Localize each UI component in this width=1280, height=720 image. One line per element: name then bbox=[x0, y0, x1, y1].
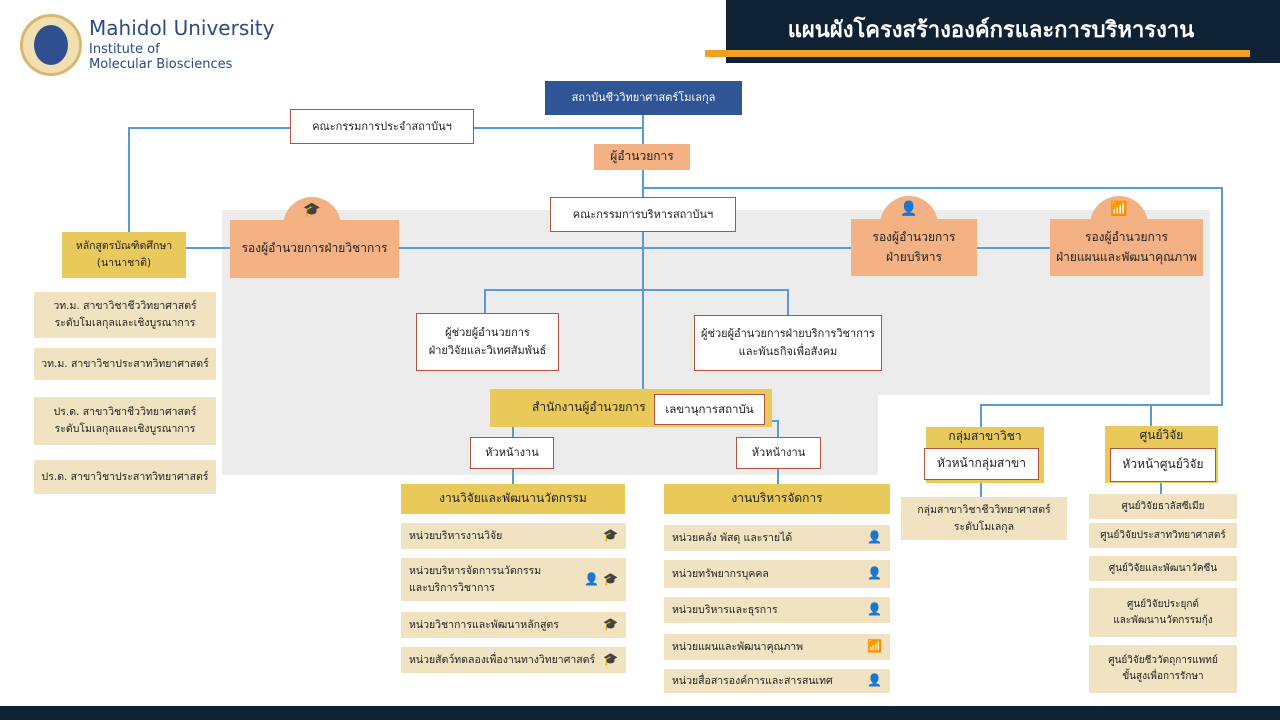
deputy-planning-box: รองผู้อำนวยการฝ่ายแผนและพัฒนาคุณภาพ bbox=[1050, 219, 1203, 276]
item-label: หน่วยทรัพยากรบุคคล bbox=[672, 567, 769, 580]
item-label: หน่วยวิชาการและพัฒนาหลักสูตร bbox=[409, 618, 559, 631]
admin-committee-box: คณะกรรมการบริหารสถาบันฯ bbox=[550, 197, 736, 232]
item-label: หน่วยสื่อสารองค์การและสารสนเทศ bbox=[672, 674, 833, 687]
division-item: กลุ่มสาขาวิชาชีววิทยาศาสตร์ระดับโมเลกุล bbox=[901, 497, 1067, 540]
item-label: ระดับโมเลกุล bbox=[953, 520, 1015, 533]
graduation-cap-icon: 🎓 bbox=[603, 617, 618, 632]
management-unit-item: หน่วยสื่อสารองค์การและสารสนเทศ 👤 bbox=[664, 669, 890, 693]
graduation-cap-icon: 🎓 bbox=[603, 528, 618, 543]
division-head-box: หัวหน้ากลุ่มสาขา bbox=[924, 448, 1039, 480]
research-center-item: ศูนย์วิจัยธาลัสซีเมีย bbox=[1089, 494, 1237, 519]
graduate-program-item: วท.ม. สาขาวิชาชีววิทยาศาสตร์ระดับโมเลกุล… bbox=[34, 292, 216, 338]
connector bbox=[484, 289, 486, 313]
deputy-admin-box: รองผู้อำนวยการฝ่ายบริหาร bbox=[851, 219, 977, 276]
connector bbox=[1221, 187, 1223, 405]
connector bbox=[128, 127, 130, 232]
item-label: ปร.ด. สาขาวิชาประสาทวิทยาศาสตร์ bbox=[41, 470, 209, 483]
management-unit-item: หน่วยบริหารและธุรการ 👤 bbox=[664, 597, 890, 623]
connector bbox=[186, 247, 1050, 249]
item-label: หน่วยแผนและพัฒนาคุณภาพ bbox=[672, 640, 804, 653]
institute-box: สถาบันชีววิทยาศาสตร์โมเลกุล bbox=[545, 81, 742, 115]
research-center-item: ศูนย์วิจัยประยุกต์และพัฒนานวัตกรรมกุ้ง bbox=[1089, 588, 1237, 637]
research-unit-item: หน่วยบริหารงานวิจัย 🎓 bbox=[401, 523, 626, 549]
connector bbox=[980, 404, 982, 427]
item-label: วท.ม. สาขาวิชาชีววิทยาศาสตร์ bbox=[53, 300, 197, 313]
graduate-programs-box: หลักสูตรบัณฑิตศึกษา(นานาชาติ) bbox=[62, 232, 186, 278]
item-label: หน่วยบริหารงานวิจัย bbox=[409, 529, 503, 542]
centers-head-box: หัวหน้าศูนย์วิจัย bbox=[1110, 448, 1216, 482]
item-label: ศูนย์วิจัยประยุกต์ bbox=[1127, 598, 1199, 610]
connector bbox=[642, 115, 644, 389]
person-gear-icon: 👤 bbox=[867, 673, 882, 688]
connector bbox=[980, 404, 1223, 406]
person-gear-icon: 👤 bbox=[867, 602, 882, 617]
item-label: ขั้นสูงเพื่อการรักษา bbox=[1122, 671, 1204, 682]
head-left-box: หัวหน้างาน bbox=[470, 437, 554, 469]
item-label: ระดับโมเลกุลและเชิงบูรณาการ bbox=[54, 423, 196, 435]
assistant-service-box: ผู้ช่วยผู้อำนวยการฝ่ายบริการวิชาการและพั… bbox=[694, 315, 882, 371]
connector bbox=[642, 187, 1222, 189]
head-right-box: หัวหน้างาน bbox=[736, 437, 821, 469]
page-title: แผนผังโครงสร้างองค์กรและการบริหารงาน bbox=[787, 18, 1195, 43]
item-label: กลุ่มสาขาวิชาชีววิทยาศาสตร์ bbox=[917, 503, 1051, 516]
item-label: ศูนย์วิจัยประสาทวิทยาศาสตร์ bbox=[1100, 529, 1226, 541]
connector bbox=[980, 483, 982, 497]
item-label: หน่วยบริหารจัดการนวัตกรรม bbox=[409, 564, 542, 577]
management-unit-item: หน่วยคลัง พัสดุ และรายได้ 👤 bbox=[664, 525, 890, 551]
research-center-item: ศูนย์วิจัยประสาทวิทยาศาสตร์ bbox=[1089, 523, 1237, 548]
item-label: ปร.ด. สาขาวิชาชีววิทยาศาสตร์ bbox=[53, 406, 197, 419]
deputy-academic-box: รองผู้อำนวยการฝ่ายวิชาการ bbox=[230, 220, 399, 278]
person-gear-icon: 👤 bbox=[867, 530, 882, 545]
connector bbox=[484, 289, 789, 291]
research-unit-item: หน่วยบริหารจัดการนวัตกรรมและบริการวิชากา… bbox=[401, 558, 626, 601]
item-label: หน่วยสัตว์ทดลองเพื่องานทางวิทยาศาสตร์ bbox=[409, 653, 596, 666]
graduate-program-item: ปร.ด. สาขาวิชาชีววิทยาศาสตร์ระดับโมเลกุล… bbox=[34, 397, 216, 445]
connector bbox=[1150, 404, 1152, 426]
research-dept-header: งานวิจัยและพัฒนานวัตกรรม bbox=[401, 484, 625, 514]
connector bbox=[1160, 483, 1162, 494]
graduation-cap-icon: 🎓 bbox=[603, 571, 618, 586]
assistant-research-box: ผู้ช่วยผู้อำนวยการฝ่ายวิจัยและวิเทศสัมพั… bbox=[416, 313, 559, 371]
chart-flag-icon: 📶 bbox=[867, 639, 882, 654]
secretary-box: เลขานุการสถาบัน bbox=[654, 394, 765, 425]
item-label: ศูนย์วิจัยชีววัตถุการแพทย์ bbox=[1108, 655, 1218, 666]
mgmt-dept-header: งานบริหารจัดการ bbox=[664, 484, 890, 514]
person-gear-icon: 👤 bbox=[867, 566, 882, 581]
graduation-cap-icon: 🎓 bbox=[603, 652, 618, 667]
footer-bar bbox=[0, 706, 1280, 720]
institute-committee-box: คณะกรรมการประจำสถาบันฯ bbox=[290, 109, 474, 144]
director-box: ผู้อำนวยการ bbox=[594, 144, 690, 170]
item-label: ศูนย์วิจัยธาลัสซีเมีย bbox=[1121, 500, 1205, 512]
graduate-program-item: วท.ม. สาขาวิชาประสาทวิทยาศาสตร์ bbox=[34, 348, 216, 380]
person-gear-icon: 👤 bbox=[584, 571, 604, 586]
header-accent-line bbox=[705, 50, 1250, 57]
connector bbox=[787, 289, 789, 315]
item-label: ศูนย์วิจัยและพัฒนาวัคซีน bbox=[1108, 562, 1218, 574]
item-label: หน่วยบริหารและธุรการ bbox=[672, 603, 778, 616]
research-unit-item: หน่วยสัตว์ทดลองเพื่องานทางวิทยาศาสตร์ 🎓 bbox=[401, 647, 626, 673]
research-center-item: ศูนย์วิจัยชีววัตถุการแพทย์ขั้นสูงเพื่อกา… bbox=[1089, 645, 1237, 693]
management-unit-item: หน่วยแผนและพัฒนาคุณภาพ 📶 bbox=[664, 634, 890, 660]
item-label: ระดับโมเลกุลและเชิงบูรณาการ bbox=[54, 317, 196, 329]
research-center-item: ศูนย์วิจัยและพัฒนาวัคซีน bbox=[1089, 556, 1237, 581]
item-label: วท.ม. สาขาวิชาประสาทวิทยาศาสตร์ bbox=[41, 357, 209, 370]
management-unit-item: หน่วยทรัพยากรบุคคล 👤 bbox=[664, 560, 890, 588]
university-name: Mahidol University bbox=[89, 16, 275, 40]
university-seal-logo bbox=[20, 14, 82, 76]
item-label: และพัฒนานวัตกรรมกุ้ง bbox=[1113, 614, 1213, 626]
research-unit-item: หน่วยวิชาการและพัฒนาหลักสูตร 🎓 bbox=[401, 612, 626, 638]
item-label: หน่วยคลัง พัสดุ และรายได้ bbox=[672, 531, 793, 544]
graduate-program-item: ปร.ด. สาขาวิชาประสาทวิทยาศาสตร์ bbox=[34, 460, 216, 494]
item-label: และบริการวิชาการ bbox=[409, 581, 495, 594]
